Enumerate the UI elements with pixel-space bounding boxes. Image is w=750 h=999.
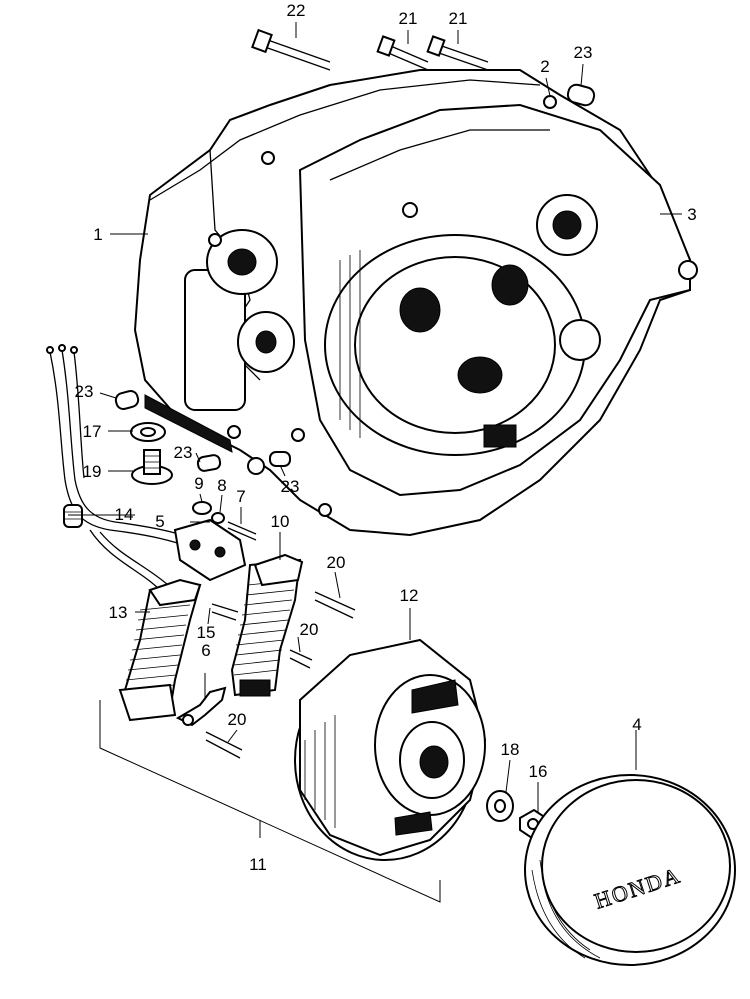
brackets-and-screws (175, 591, 356, 759)
callout-11: 11 (249, 855, 267, 874)
callout-3: 3 (687, 205, 696, 224)
callout-17: 17 (83, 422, 102, 441)
callout-12: 12 (400, 586, 419, 605)
coil-right (230, 553, 304, 697)
generator-end-cover: HONDA (524, 774, 736, 966)
callout-2: 2 (540, 57, 549, 76)
wire-harness (46, 344, 206, 591)
leader-lines (68, 22, 682, 812)
callout-5: 5 (155, 512, 164, 531)
callout-21-right: 21 (449, 9, 468, 28)
callout-18: 18 (501, 740, 520, 759)
callout-7: 7 (236, 487, 245, 506)
callout-14: 14 (115, 505, 134, 524)
coil-left (118, 578, 202, 722)
callout-9: 9 (194, 474, 203, 493)
callout-4: 4 (632, 715, 641, 734)
callout-21-left: 21 (399, 9, 418, 28)
callout-23-left: 23 (75, 382, 94, 401)
flywheel-rotor (294, 638, 487, 861)
callout-20-middle: 20 (300, 620, 319, 639)
callout-1: 1 (93, 225, 102, 244)
callout-23-top: 23 (574, 43, 593, 62)
callout-22: 22 (287, 1, 306, 20)
base-plate (173, 501, 257, 582)
callout-16: 16 (529, 762, 548, 781)
callout-labels: 1 2 3 4 5 6 7 8 9 10 11 12 13 14 15 16 1… (75, 1, 697, 874)
callout-10: 10 (271, 512, 290, 531)
callout-19: 19 (83, 462, 102, 481)
callout-13: 13 (109, 603, 128, 622)
generator-housing (298, 103, 698, 497)
callout-8: 8 (217, 476, 226, 495)
callout-15: 15 (197, 623, 216, 642)
callout-23-right: 23 (281, 477, 300, 496)
callout-20-lower: 20 (228, 710, 247, 729)
top-bolts (251, 28, 596, 109)
callout-23-center: 23 (174, 443, 193, 462)
assembly-bracket-11 (99, 700, 441, 903)
callout-20-upper: 20 (327, 553, 346, 572)
callout-6: 6 (201, 641, 210, 660)
small-parts-left (114, 389, 291, 485)
